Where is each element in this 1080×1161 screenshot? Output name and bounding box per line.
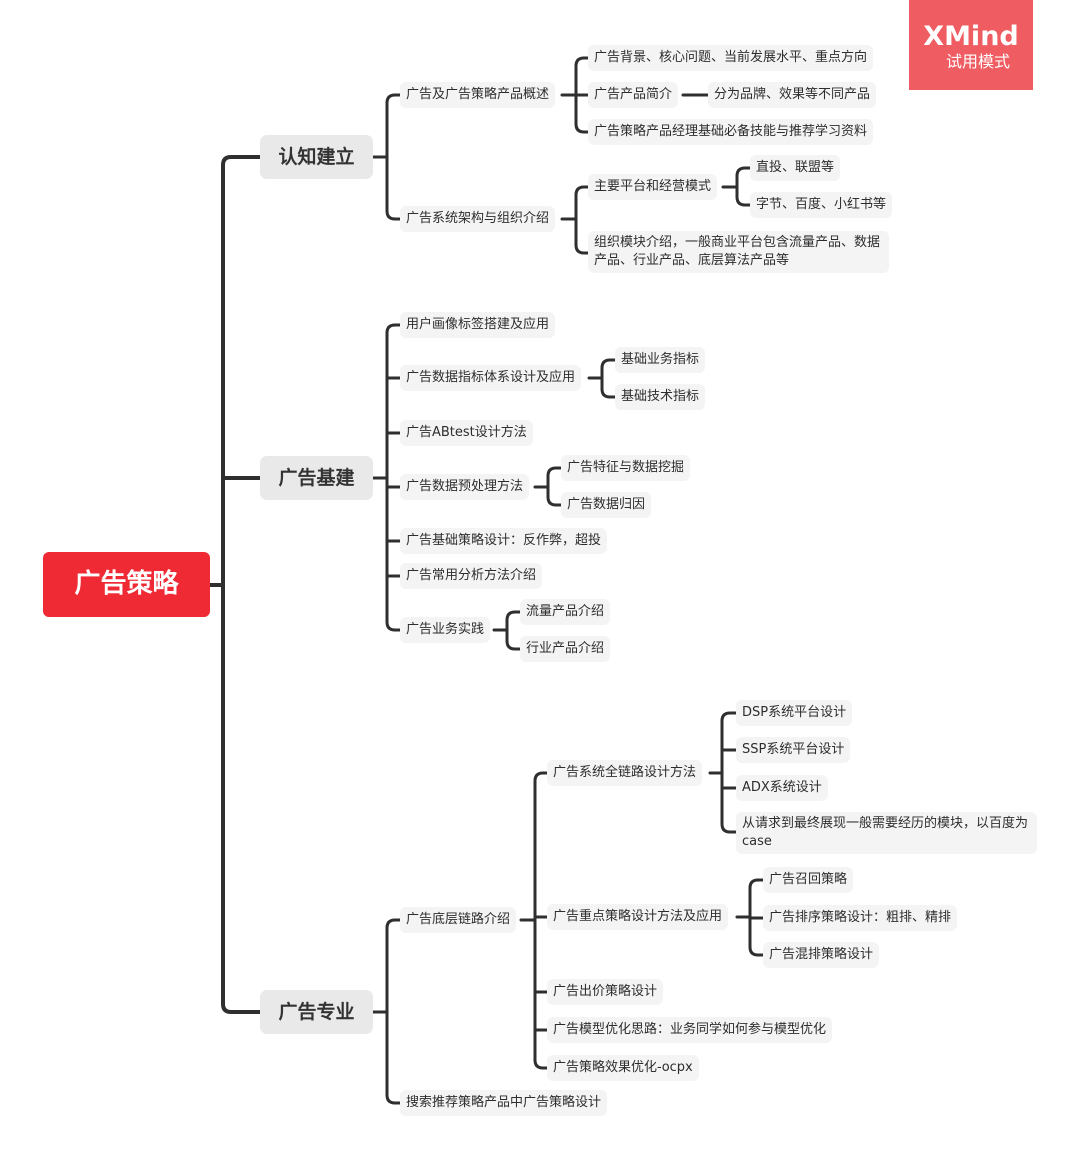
subtopic[interactable]: 字节、百度、小红书等 [750, 192, 893, 218]
topic-infrastructure[interactable]: 广告基建 [260, 456, 373, 500]
subtopic[interactable]: 广告背景、核心问题、当前发展水平、重点方向 [588, 45, 874, 71]
connector-line [371, 93, 402, 221]
subtopic[interactable]: 广告策略产品经理基础必备技能与推荐学习资料 [588, 119, 874, 145]
subtopic[interactable]: 广告特征与数据挖掘 [561, 455, 691, 481]
subtopic[interactable]: 广告ABtest设计方法 [400, 420, 533, 446]
subtopic[interactable]: 广告排序策略设计：粗排、精排 [763, 905, 958, 931]
subtopic[interactable]: 广告数据归因 [561, 492, 652, 518]
subtopic[interactable]: 广告数据指标体系设计及应用 [400, 365, 582, 391]
subtopic[interactable]: 分为品牌、效果等不同产品 [708, 82, 877, 108]
subtopic[interactable]: 主要平台和经营模式 [588, 174, 718, 200]
connector-line [519, 771, 549, 1070]
root-topic[interactable]: 广告策略 [43, 552, 210, 617]
subtopic[interactable]: 基础技术指标 [615, 384, 706, 410]
connector-line [560, 185, 590, 255]
subtopic[interactable]: 广告系统架构与组织介绍 [400, 206, 556, 232]
subtopic[interactable]: 流量产品介绍 [520, 599, 611, 625]
subtopic[interactable]: 搜索推荐策略产品中广告策略设计 [400, 1090, 608, 1116]
subtopic[interactable]: 广告策略效果优化-ocpx [547, 1055, 699, 1081]
subtopic[interactable]: 广告数据预处理方法 [400, 474, 530, 500]
subtopic[interactable]: 从请求到最终展现一般需要经历的模块，以百度为case [736, 812, 1037, 854]
subtopic[interactable]: 用户画像标签搭建及应用 [400, 312, 556, 338]
subtopic[interactable]: 广告基础策略设计：反作弊，超投 [400, 528, 608, 554]
connector-line [708, 711, 738, 834]
connector-line [721, 166, 752, 207]
subtopic[interactable]: 广告重点策略设计方法及应用 [547, 904, 729, 930]
connector-line [492, 610, 522, 651]
connector-line [371, 323, 402, 632]
connector-line [208, 155, 262, 1014]
xmind-trial-watermark: XMind 试用模式 [909, 0, 1033, 90]
subtopic[interactable]: SSP系统平台设计 [736, 737, 851, 763]
connector-line [371, 918, 402, 1105]
subtopic[interactable]: 广告系统全链路设计方法 [547, 760, 703, 786]
topic-professional[interactable]: 广告专业 [260, 990, 373, 1034]
subtopic[interactable]: 广告常用分析方法介绍 [400, 563, 543, 589]
subtopic[interactable]: 广告召回策略 [763, 867, 854, 893]
connector-line [735, 878, 765, 957]
subtopic[interactable]: 广告产品简介 [588, 82, 679, 108]
connector-line [587, 358, 617, 399]
connector-line [560, 56, 590, 134]
subtopic[interactable]: 广告业务实践 [400, 617, 491, 643]
subtopic[interactable]: ADX系统设计 [736, 775, 828, 801]
topic-cognition[interactable]: 认知建立 [260, 135, 373, 179]
subtopic[interactable]: DSP系统平台设计 [736, 700, 853, 726]
subtopic[interactable]: 广告混排策略设计 [763, 942, 880, 968]
connector-line [533, 466, 563, 507]
subtopic[interactable]: 行业产品介绍 [520, 636, 611, 662]
subtopic[interactable]: 组织模块介绍，一般商业平台包含流量产品、数据产品、行业产品、底层算法产品等 [588, 231, 889, 273]
subtopic[interactable]: 广告底层链路介绍 [400, 907, 517, 933]
watermark-mode: 试用模式 [945, 52, 1010, 71]
subtopic[interactable]: 基础业务指标 [615, 347, 706, 373]
subtopic[interactable]: 广告出价策略设计 [547, 979, 664, 1005]
subtopic[interactable]: 直投、联盟等 [750, 155, 841, 181]
subtopic[interactable]: 广告模型优化思路：业务同学如何参与模型优化 [547, 1017, 833, 1043]
subtopic[interactable]: 广告及广告策略产品概述 [400, 82, 556, 108]
watermark-brand: XMind [923, 21, 1019, 52]
